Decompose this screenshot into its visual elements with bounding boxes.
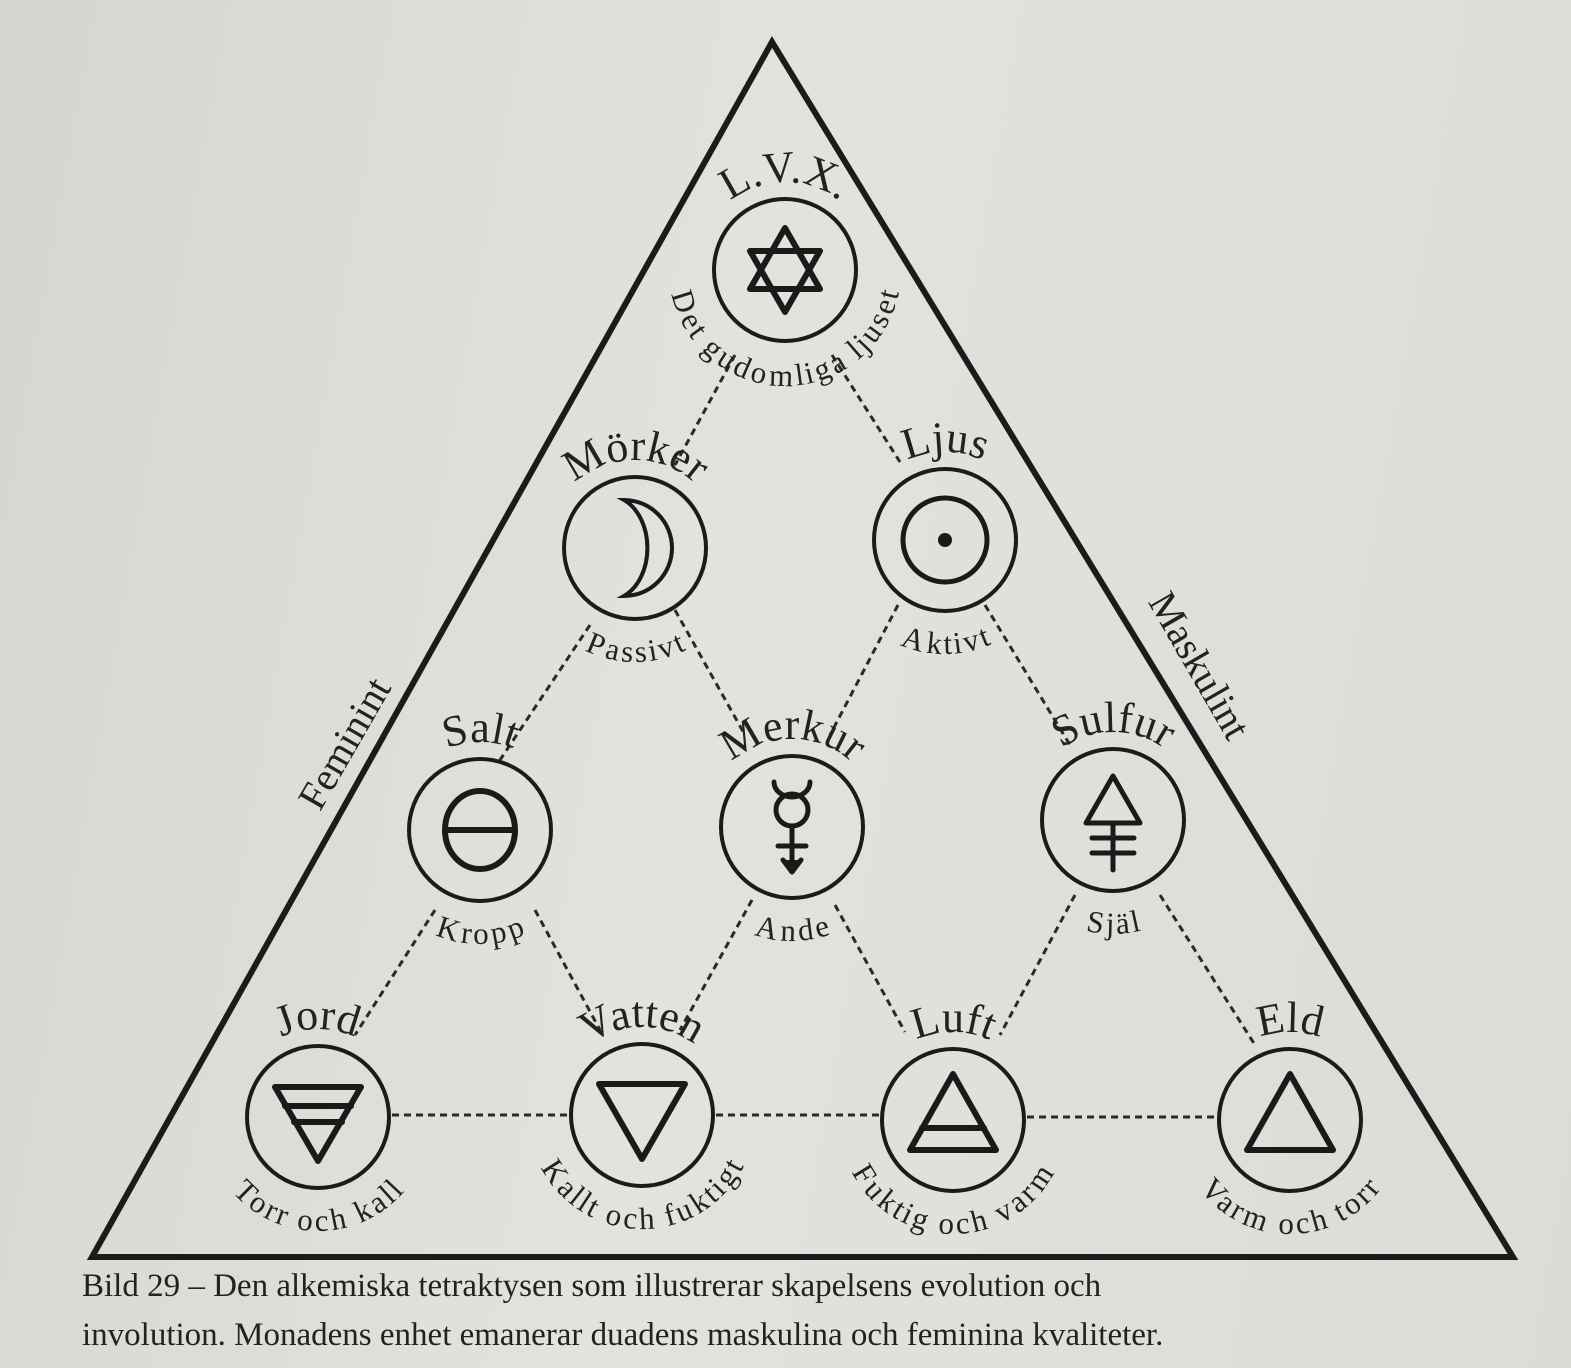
outer-triangle: [86, 36, 1519, 1260]
connector-line: [998, 894, 1077, 1036]
connector-line: [830, 354, 902, 463]
node-title: Eld: [1252, 993, 1328, 1047]
node-title: Jord: [268, 990, 366, 1047]
node-circle: [1040, 747, 1186, 893]
node-subtitle: Fuktig och varm: [845, 1158, 1061, 1242]
connector-line: [828, 604, 900, 736]
node-circle: [562, 475, 708, 621]
node-ljus: Ljus Aktivt: [872, 413, 1018, 662]
connector-line: [983, 604, 1072, 746]
svg-text:Merkur: Merkur: [711, 700, 876, 770]
svg-text:Själ: Själ: [1084, 903, 1143, 941]
node-circle: [719, 754, 865, 900]
svg-text:Torr och kall: Torr och kall: [227, 1173, 410, 1239]
node-circle: [880, 1047, 1026, 1193]
node-vatten: Vatten Kallt och fuktigt: [534, 988, 751, 1237]
caption-line: Bild 29 – Den alkemiska tetraktysen som …: [82, 1268, 1102, 1304]
connector-line: [833, 904, 907, 1033]
svg-text:Varm och torr: Varm och torr: [1194, 1170, 1388, 1241]
node-circle: [872, 467, 1018, 613]
sulfur-icon: [1083, 773, 1143, 873]
connector-line: [498, 624, 592, 761]
svg-text:Salt: Salt: [437, 703, 526, 758]
node-circle: [569, 1042, 715, 1188]
connector-lines: [353, 354, 1257, 1119]
water-icon: [596, 1081, 688, 1162]
earth-icon: [272, 1084, 364, 1164]
svg-text:Eld: Eld: [1252, 993, 1328, 1047]
connector-line: [353, 909, 437, 1036]
node-subtitle: Själ: [1084, 903, 1143, 941]
fire-icon: [1244, 1071, 1336, 1153]
node-subtitle: Passivt: [581, 625, 690, 670]
node-merkur: Merkur Ande: [711, 700, 876, 949]
node-circle: [1217, 1047, 1363, 1193]
node-subtitle: Ande: [752, 908, 833, 949]
node-subtitle: Torr och kall: [227, 1173, 410, 1239]
connector-line: [533, 909, 602, 1031]
node-circle: [712, 197, 858, 343]
moon-icon: [616, 497, 674, 599]
node-title: Luft: [905, 993, 1003, 1049]
node-eld: Eld Varm och torr: [1194, 993, 1388, 1242]
node-title: Ljus: [896, 413, 997, 470]
caption-line: involution. Monadens enhet emanerar duad…: [82, 1317, 1164, 1353]
side-label-feminine: Feminint: [289, 669, 400, 817]
salt-icon: [442, 788, 518, 872]
svg-text:Aktivt: Aktivt: [897, 618, 994, 661]
svg-text:Passivt: Passivt: [581, 625, 690, 670]
connector-line: [1158, 894, 1257, 1046]
figure-caption: Bild 29 – Den alkemiska tetraktysen som …: [82, 1262, 1512, 1360]
air-icon: [907, 1071, 999, 1153]
node-lvx: L.V.X. Det gudomliga ljuset: [664, 142, 906, 394]
node-subtitle: Kallt och fuktigt: [534, 1152, 751, 1236]
node-subtitle: Varm och torr: [1194, 1170, 1388, 1241]
svg-text:Kallt och fuktigt: Kallt och fuktigt: [534, 1152, 751, 1236]
node-circle: [407, 757, 553, 903]
sun-icon: [900, 495, 990, 585]
node-salt: Salt Kropp: [407, 703, 553, 952]
node-morker: Mörker Passivt: [554, 421, 719, 670]
connector-line: [673, 354, 737, 466]
node-title: Salt: [437, 703, 526, 758]
svg-text:Ljus: Ljus: [896, 413, 997, 470]
node-subtitle: Aktivt: [897, 618, 994, 661]
hexagram-icon: [747, 225, 823, 315]
svg-text:Kropp: Kropp: [433, 909, 529, 952]
svg-text:Jord: Jord: [268, 990, 366, 1047]
connector-line: [678, 899, 754, 1031]
node-subtitle: Kropp: [433, 909, 529, 952]
svg-text:Luft: Luft: [905, 993, 1003, 1049]
mercury-icon: [771, 779, 813, 875]
node-jord: Jord Torr och kall: [227, 990, 410, 1239]
node-sulfur: Sulfur Själ: [1040, 693, 1186, 942]
node-title: Merkur: [711, 700, 876, 770]
svg-text:Ande: Ande: [752, 908, 833, 949]
svg-text:Fuktig och varm: Fuktig och varm: [845, 1158, 1061, 1242]
node-circle: [245, 1044, 391, 1190]
